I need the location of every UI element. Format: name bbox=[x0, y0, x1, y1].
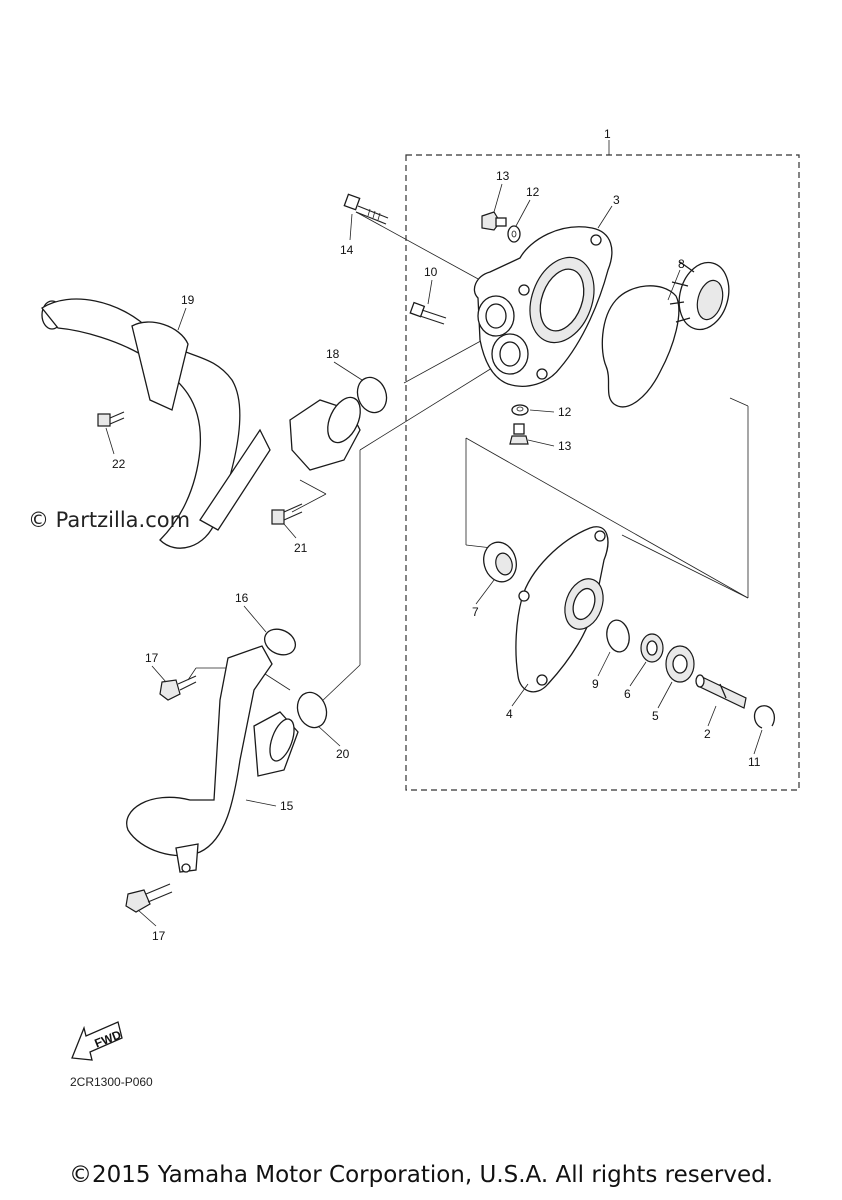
pipe-19 bbox=[41, 298, 361, 549]
oil-seal-6 bbox=[640, 633, 664, 663]
callout-22: 22 bbox=[112, 457, 126, 471]
bolt-13-lower bbox=[509, 423, 529, 445]
o-ring-20 bbox=[296, 691, 328, 729]
bolt-22 bbox=[97, 411, 125, 427]
callout-numbers: 1 2 3 4 5 6 7 8 9 10 11 12 12 13 13 14 1… bbox=[112, 127, 761, 943]
washer-12-upper bbox=[507, 225, 521, 243]
impeller bbox=[669, 261, 730, 331]
fwd-arrow-icon: FWD bbox=[71, 1021, 123, 1061]
bolt-21 bbox=[271, 503, 303, 525]
seal-7 bbox=[483, 541, 517, 583]
callout-13-upper: 13 bbox=[496, 169, 510, 183]
callout-12-upper: 12 bbox=[526, 185, 540, 199]
callout-2: 2 bbox=[704, 727, 711, 741]
callout-4: 4 bbox=[506, 707, 513, 721]
copyright-notice: ©2015 Yamaha Motor Corporation, U.S.A. A… bbox=[68, 1162, 774, 1188]
callout-12-lower: 12 bbox=[558, 405, 572, 419]
callout-15: 15 bbox=[280, 799, 294, 813]
callout-14: 14 bbox=[340, 243, 354, 257]
callout-19: 19 bbox=[181, 293, 195, 307]
callout-20: 20 bbox=[336, 747, 350, 761]
callout-13-lower: 13 bbox=[558, 439, 572, 453]
callout-10: 10 bbox=[424, 265, 438, 279]
callout-11: 11 bbox=[748, 755, 761, 769]
callout-6: 6 bbox=[624, 687, 631, 701]
callout-1: 1 bbox=[604, 127, 611, 141]
callout-16: 16 bbox=[235, 591, 249, 605]
bolt-17-upper bbox=[159, 675, 197, 701]
watermark: © Partzilla.com bbox=[28, 508, 191, 532]
o-ring-9 bbox=[606, 619, 630, 653]
leader-lines bbox=[187, 211, 749, 704]
o-ring-18 bbox=[356, 376, 388, 414]
diagram-code: 2CR1300-P060 bbox=[70, 1075, 153, 1089]
bolt-10 bbox=[409, 301, 447, 325]
callout-17-lower: 17 bbox=[152, 929, 166, 943]
washer-12-lower bbox=[511, 404, 529, 416]
callout-7: 7 bbox=[472, 605, 479, 619]
callout-3: 3 bbox=[613, 193, 620, 207]
callout-leaders bbox=[105, 183, 763, 927]
callout-9: 9 bbox=[592, 677, 599, 691]
bolt-13-upper bbox=[481, 211, 507, 231]
bearing-5 bbox=[665, 645, 695, 683]
circlip-11 bbox=[753, 705, 776, 729]
shaft-2 bbox=[695, 674, 747, 709]
gasket-8 bbox=[601, 285, 680, 408]
callout-5: 5 bbox=[652, 709, 659, 723]
bolt-14 bbox=[343, 193, 389, 225]
bolt-17-lower bbox=[125, 883, 173, 913]
o-ring-16 bbox=[263, 628, 297, 656]
pump-cover-3 bbox=[473, 226, 613, 387]
pipe-15 bbox=[126, 645, 299, 873]
pump-housing-4 bbox=[515, 526, 609, 693]
assembly-box bbox=[405, 154, 800, 791]
callout-17-upper: 17 bbox=[145, 651, 159, 665]
callout-8: 8 bbox=[678, 257, 685, 271]
callout-21: 21 bbox=[294, 541, 308, 555]
callout-18: 18 bbox=[326, 347, 340, 361]
